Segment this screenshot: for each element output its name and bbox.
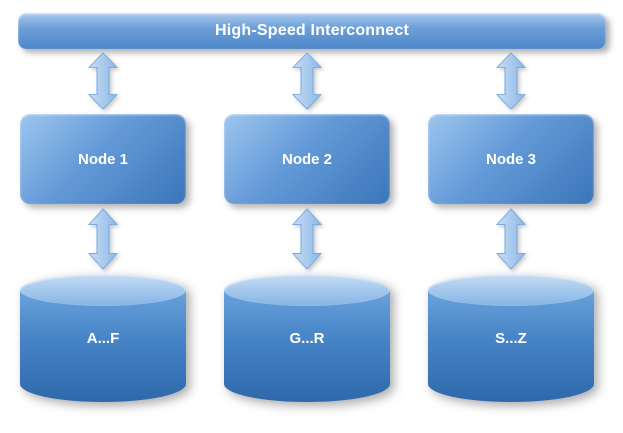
database-3-cylinder-body [428, 290, 594, 402]
database-2-label: G...R [289, 330, 325, 347]
database-3-cylinder-top [428, 274, 594, 306]
interconnect-bar: High-Speed Interconnect [18, 13, 606, 49]
node1-to-database1-arrow-icon [88, 208, 118, 270]
interconnect-label: High-Speed Interconnect [215, 22, 409, 39]
node-1-box: Node 1 [20, 114, 186, 204]
database-1-cylinder-body [20, 290, 186, 402]
node3-to-database3-arrow-icon [496, 208, 526, 270]
node-1-label: Node 1 [77, 150, 128, 168]
database-1-cylinder-top [20, 274, 186, 306]
database-2-cylinder-body [224, 290, 390, 402]
interconnect-to-node3-arrow-icon [496, 52, 526, 110]
interconnect-to-node2-arrow-icon [292, 52, 322, 110]
database-1-label: A...F [86, 330, 120, 347]
database-1-cylinder: A...F [20, 274, 186, 402]
node-2-label: Node 2 [281, 150, 332, 168]
node2-to-database2-arrow-icon [292, 208, 322, 270]
node-3-label: Node 3 [485, 150, 536, 168]
database-3-cylinder: S...Z [428, 274, 594, 402]
database-2-cylinder-top [224, 274, 390, 306]
database-3-label: S...Z [495, 330, 527, 347]
node-3-box: Node 3 [428, 114, 594, 204]
database-2-cylinder: G...R [224, 274, 390, 402]
interconnect-to-node1-arrow-icon [88, 52, 118, 110]
node-2-box: Node 2 [224, 114, 390, 204]
